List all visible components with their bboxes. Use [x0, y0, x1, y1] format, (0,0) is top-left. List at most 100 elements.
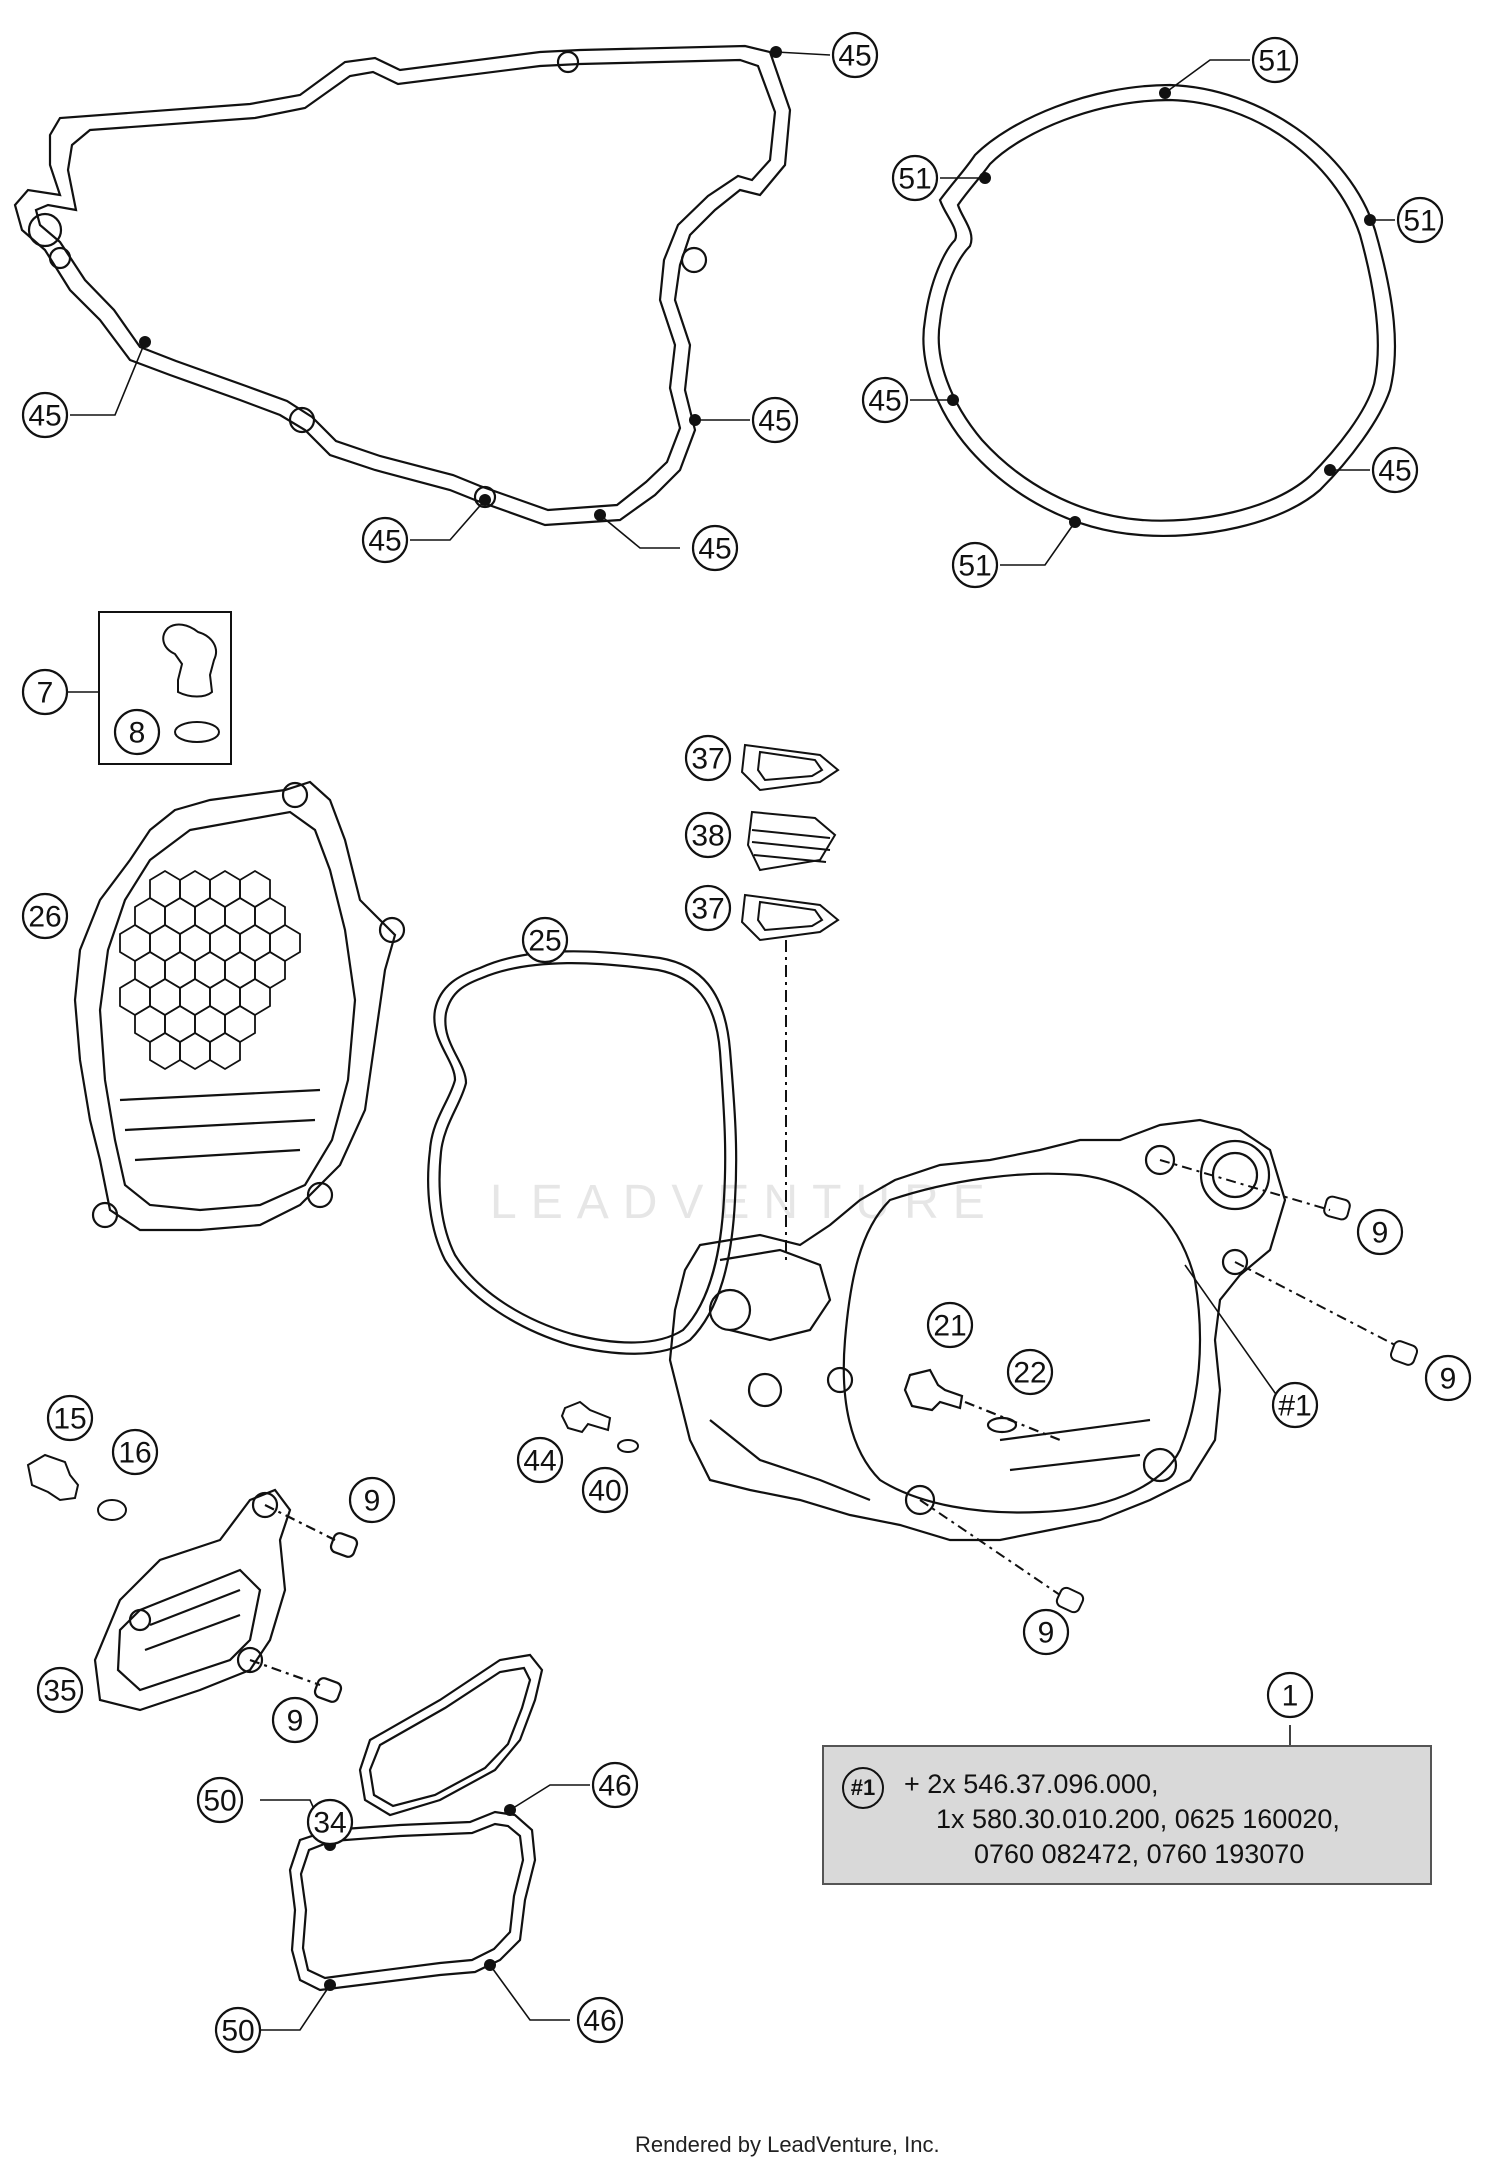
- callout-label: 46: [598, 1770, 631, 1803]
- part-note-box: #1 + 2x 546.37.096.000, 1x 580.30.010.20…: [822, 1745, 1432, 1885]
- callout-label: 51: [958, 550, 991, 583]
- crankcase-gasket: [13, 44, 792, 527]
- callout-50-c50a: 50: [196, 1776, 244, 1824]
- callout-label: 38: [691, 820, 724, 853]
- callout-label: 44: [523, 1445, 556, 1478]
- callout-circle: [21, 668, 69, 716]
- callout-label: 40: [588, 1475, 621, 1508]
- callout-circle: [861, 376, 909, 424]
- callout-circle: [196, 1776, 244, 1824]
- clutch-cover-gasket: [922, 83, 1397, 538]
- callout-51-c51b: 51: [891, 154, 939, 202]
- callout-circle: [46, 1394, 94, 1442]
- callout-circle: [926, 1301, 974, 1349]
- callout-label: 7: [37, 677, 54, 710]
- callout-circle: [271, 1696, 319, 1744]
- callout-circle: [581, 1466, 629, 1514]
- callout-label: 25: [528, 925, 561, 958]
- callout-circle: [21, 391, 69, 439]
- callout-16-c16: 16: [111, 1428, 159, 1476]
- callout-circle: [684, 734, 732, 782]
- callout-51-c51c: 51: [1396, 196, 1444, 244]
- callout-26-c26: 26: [21, 892, 69, 940]
- filler-plug-box: [98, 611, 232, 765]
- callout-9-c9d: 9: [1022, 1608, 1070, 1656]
- callout-label: 45: [838, 40, 871, 73]
- callout-35-c35: 35: [36, 1666, 84, 1714]
- callout-label: 51: [1258, 45, 1291, 78]
- callout-circle: [21, 892, 69, 940]
- callout-circle: [751, 396, 799, 444]
- callout-label: 45: [28, 400, 61, 433]
- callout-46-c46a: 46: [591, 1761, 639, 1809]
- callout-15-c15: 15: [46, 1394, 94, 1442]
- callout-45-c45b: 45: [21, 391, 69, 439]
- callout-51-c51d: 51: [951, 541, 999, 589]
- callout-label: 45: [758, 405, 791, 438]
- footer-credit: Rendered by LeadVenture, Inc.: [635, 2132, 940, 2157]
- callout-label: 22: [1013, 1357, 1046, 1390]
- callout-circle: [214, 2006, 262, 2054]
- callout-circle: [831, 31, 879, 79]
- callout-9-c9e: 9: [271, 1696, 319, 1744]
- callout-46-c46b: 46: [576, 1996, 624, 2044]
- watermark: LEADVENTURE: [490, 1176, 999, 1229]
- callout-21-c21: 21: [926, 1301, 974, 1349]
- callout-44-c44: 44: [516, 1436, 564, 1484]
- callout-9-c9c: 9: [348, 1476, 396, 1524]
- callout-circle: [113, 708, 161, 756]
- bottom-gasket: [288, 1810, 537, 1992]
- callout-circle: [306, 1798, 354, 1846]
- callout-45-c45g: 45: [1371, 446, 1419, 494]
- callout-label: #1: [1278, 1390, 1311, 1423]
- leader-dots: [139, 46, 1376, 1991]
- callout-label: 46: [583, 2005, 616, 2038]
- callout-45-c45f: 45: [861, 376, 909, 424]
- callout-label: 37: [691, 893, 724, 926]
- callout-22-c22: 22: [1006, 1348, 1054, 1396]
- plug-and-seal: [26, 1453, 127, 1521]
- callout-label: 8: [129, 717, 146, 750]
- callout-38-c38: 38: [684, 811, 732, 859]
- callout-label: 35: [43, 1675, 76, 1708]
- callout-label: 21: [933, 1310, 966, 1343]
- callout-7-c7: 7: [21, 668, 69, 716]
- callout-9-c9a: 9: [1356, 1208, 1404, 1256]
- callout-circle: [1371, 446, 1419, 494]
- screw-and-washer: [560, 1400, 639, 1453]
- callout-label: 16: [118, 1437, 151, 1470]
- callout-label: 45: [1378, 455, 1411, 488]
- water-pump-gasket: [358, 1653, 544, 1817]
- callout-circle: [1356, 1208, 1404, 1256]
- callout-circle: [1271, 1381, 1319, 1429]
- callout-label: 50: [203, 1785, 236, 1818]
- callout-circle: [361, 516, 409, 564]
- callout-45-c45c: 45: [751, 396, 799, 444]
- callout-ref1-c1ref: #1: [1271, 1381, 1319, 1429]
- callout-label: 9: [1440, 1363, 1457, 1396]
- callout-45-c45a: 45: [831, 31, 879, 79]
- water-pump-cover: [93, 1488, 359, 1712]
- note-line-1: + 2x 546.37.096.000,: [904, 1769, 1159, 1799]
- note-line-3: 0760 082472, 0760 193070: [974, 1839, 1305, 1869]
- callout-8-c8: 8: [113, 708, 161, 756]
- callout-circle: [111, 1428, 159, 1476]
- callout-45-c45d: 45: [361, 516, 409, 564]
- callout-circle: [691, 524, 739, 572]
- callout-circle: [348, 1476, 396, 1524]
- callout-label: 45: [698, 533, 731, 566]
- callout-37-c37b: 37: [684, 884, 732, 932]
- callout-40-c40: 40: [581, 1466, 629, 1514]
- callout-circle: [1266, 1671, 1314, 1719]
- callout-label: 15: [53, 1403, 86, 1436]
- callout-circle: [684, 811, 732, 859]
- callout-51-c51a: 51: [1251, 36, 1299, 84]
- main-clutch-cover: [668, 1118, 1287, 1542]
- callout-label: 9: [1372, 1217, 1389, 1250]
- outer-clutch-cover: [73, 780, 406, 1232]
- callout-circle: [951, 541, 999, 589]
- callout-circle: [684, 884, 732, 932]
- reed-parts: [740, 743, 840, 1260]
